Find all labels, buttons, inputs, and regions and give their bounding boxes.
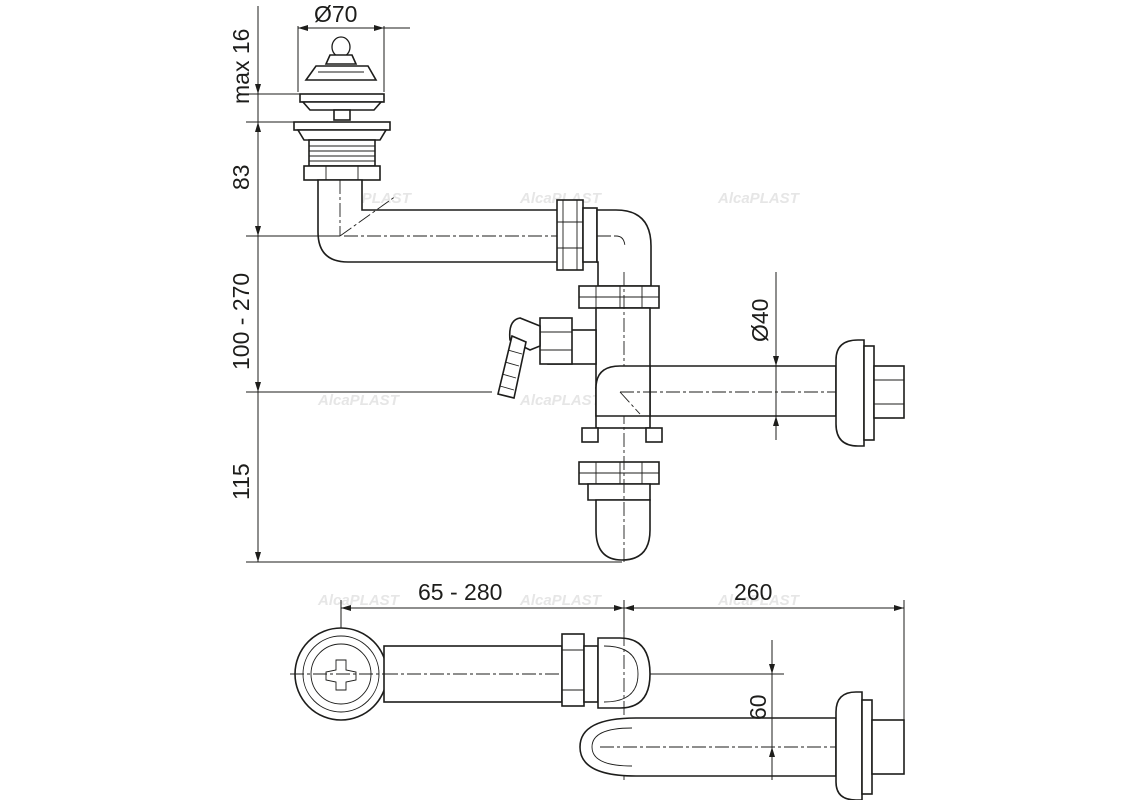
dim-max-16: max 16: [228, 29, 254, 104]
watermark-9: AlcaPLAST: [717, 592, 801, 609]
watermark-5: AlcaPLAST: [519, 392, 603, 409]
dim-diameter-70: Ø70: [314, 1, 357, 27]
horizontal-arm: [317, 179, 567, 263]
dim-115: 115: [228, 463, 254, 500]
top-lower-arm: [579, 691, 905, 800]
side-dimensions: [246, 6, 779, 563]
top-dimensions: [340, 600, 905, 780]
dim-60: 60: [745, 694, 771, 720]
union-nut: [556, 199, 598, 271]
dim-100-270: 100 - 270: [228, 273, 254, 370]
dim-diameter-40: Ø40: [747, 299, 773, 342]
wall-drain-arm: [595, 339, 905, 447]
strainer-plug: [299, 36, 385, 121]
dim-83: 83: [228, 164, 254, 190]
watermark-3: AlcaPLAST: [717, 190, 801, 207]
top-upper-arm: [383, 632, 651, 780]
side-view: Ø70 max 16 83 100 - 270 115 Ø40: [228, 1, 905, 563]
watermark-8: AlcaPLAST: [519, 592, 603, 609]
dim-260: 260: [734, 579, 772, 605]
strainer-top: [290, 627, 398, 721]
vertical-body: [578, 272, 663, 562]
elbow-down: [596, 209, 652, 287]
dim-65-280: 65 - 280: [418, 579, 502, 605]
machine-connector: [497, 317, 597, 399]
upper-body-nut: [578, 285, 660, 309]
sink-outlet: [293, 121, 391, 181]
watermarks: AlcaPLAST AlcaPLAST AlcaPLAST AlcaPLAST …: [317, 190, 801, 609]
watermark-4: AlcaPLAST: [317, 392, 401, 409]
watermark-7: AlcaPLAST: [317, 592, 401, 609]
top-view: 65 - 280 260 60: [290, 579, 905, 800]
